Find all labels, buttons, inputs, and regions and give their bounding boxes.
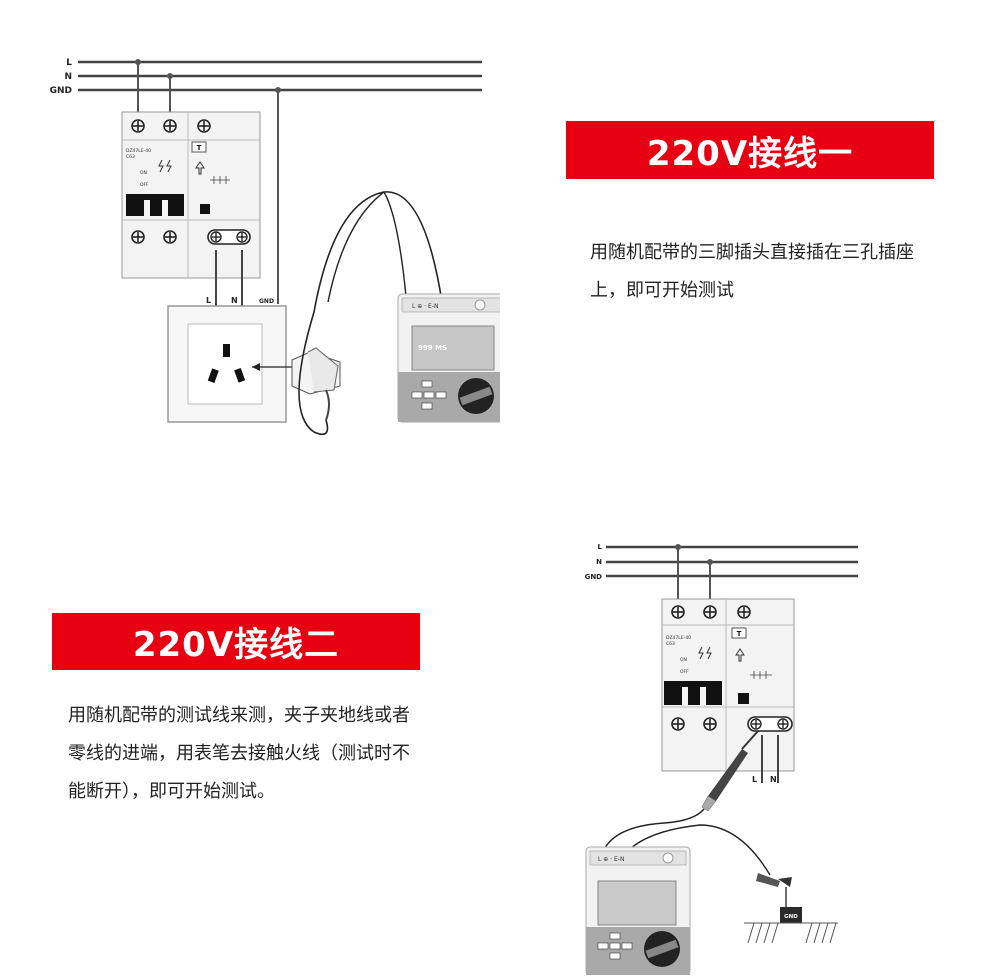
section1-title-banner: 220V接线一 [566, 121, 934, 179]
breaker-model: DZ47LE-40 [666, 635, 691, 641]
off-label: OFF [140, 182, 149, 188]
off-label: OFF [680, 669, 689, 675]
on-label: ON [680, 657, 687, 663]
bus-label-gnd: GND [50, 86, 72, 96]
bus-bars [606, 545, 858, 578]
alligator-clip-icon [756, 873, 792, 907]
outlet-label-n: N [770, 775, 777, 784]
section2-description: 用随机配带的测试线来测，夹子夹地线或者零线的进端，用表笔去接触火线（测试时不能断… [68, 705, 410, 802]
meter-terminal-label: L ⊕ · E-N [412, 303, 438, 310]
outlet-label-l: L [206, 296, 211, 305]
earth-resistance-meter: L ⊕ · E-N [585, 846, 691, 975]
meter-display: 999 MS [418, 344, 447, 352]
meter-terminal-label: L ⊕ · E-N [598, 856, 624, 863]
earth-hatch [744, 922, 838, 944]
rcd-breaker: DZ47LE-40 C63 ON OFF T [661, 598, 795, 772]
breaker-toggle [126, 194, 184, 216]
bus-label-n: N [64, 72, 72, 82]
bus-label-l: L [598, 543, 603, 551]
test-probe-pen [701, 730, 759, 812]
breaker-rating: C63 [126, 154, 135, 160]
wall-outlet [167, 305, 287, 423]
on-label: ON [140, 170, 147, 176]
section2-title-banner: 220V接线二 [52, 613, 420, 670]
wiring-diagram-leads: L N GND DZ47LE-40 C63 [585, 543, 858, 975]
outlet-label-gnd: GND [259, 298, 274, 305]
ground-stake [780, 907, 802, 923]
bus-label-l: L [66, 58, 72, 68]
bus-label-n: N [596, 558, 602, 566]
rcd-breaker: DZ47LE-40 C63 ON OFF T [121, 111, 261, 279]
terminal-bar [207, 229, 251, 245]
bus-label-gnd: GND [585, 573, 603, 581]
outlet-label-l: L [752, 775, 757, 784]
wiring-diagram-plug: L N GND [50, 58, 500, 436]
earth-resistance-meter: L ⊕ · E-N 999 MS [397, 293, 500, 423]
section1-description: 用随机配带的三脚插头直接插在三孔插座上，即可开始测试 [590, 242, 914, 301]
breaker-toggle [664, 681, 722, 705]
ground-label: GND [784, 914, 798, 920]
breaker-model: DZ47LE-40 [126, 148, 151, 154]
three-pin-plug-icon [291, 347, 341, 421]
test-button-label: T [197, 144, 202, 152]
outlet-label-n: N [231, 296, 238, 305]
breaker-rating: C63 [666, 641, 675, 647]
test-button-label: T [737, 630, 742, 638]
